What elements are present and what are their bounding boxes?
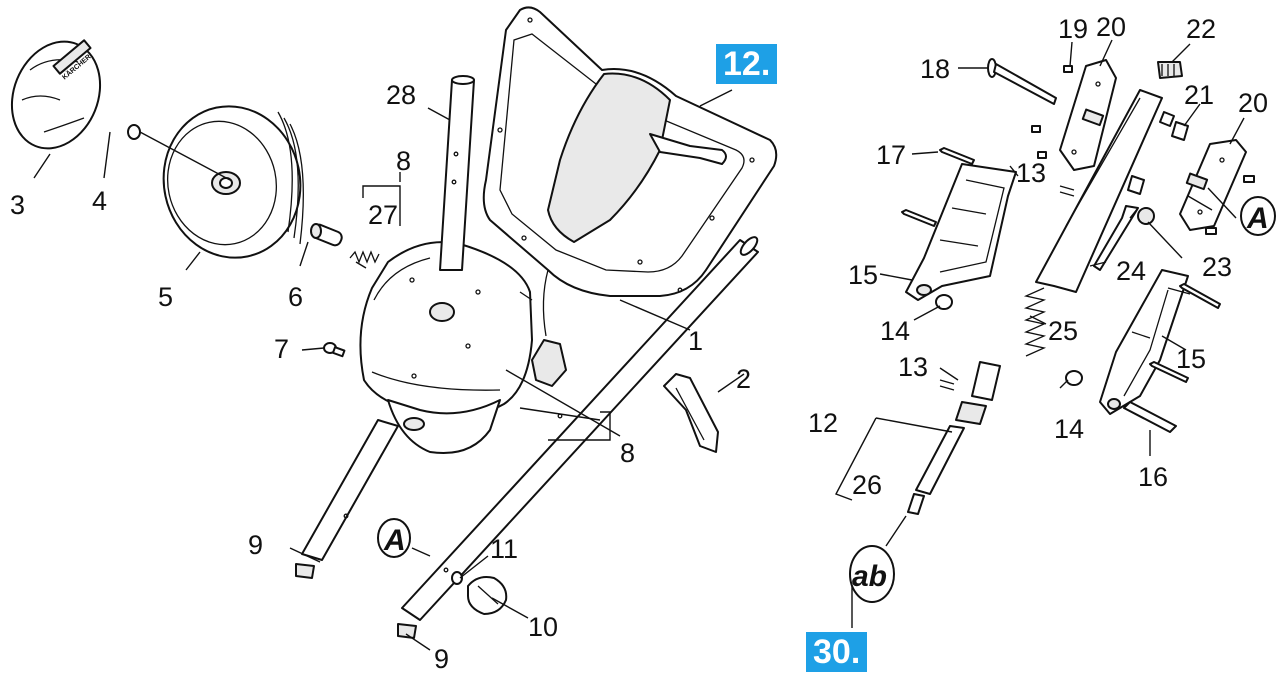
long-bolt: [987, 58, 1057, 105]
hex-key: [1093, 205, 1139, 271]
part-number: 2: [736, 364, 751, 394]
part-number: 16: [1138, 462, 1168, 492]
view-marker-a-right: A: [1240, 196, 1276, 236]
part-number: 14: [880, 316, 910, 346]
piston-stack: [907, 361, 1001, 515]
view-marker-a-right-label: A: [1246, 202, 1269, 235]
view-marker-ab: ab: [849, 545, 895, 603]
part-number: 9: [434, 644, 449, 674]
part-number: 10: [528, 612, 558, 642]
cable: [542, 269, 549, 337]
wheel: [162, 105, 304, 259]
part-number: 12: [808, 408, 838, 438]
part-number: 5: [158, 282, 173, 312]
pin-upper: [1059, 185, 1075, 197]
part-number: 28: [386, 80, 416, 110]
long-pin: [1123, 401, 1177, 433]
part-number: 18: [920, 54, 950, 84]
part-number: 15: [1176, 344, 1206, 374]
guide-block-right: [1179, 139, 1255, 235]
lever-block-left: [905, 163, 1017, 301]
nozzle-reference-badge[interactable]: 30.: [806, 632, 868, 672]
spring: [349, 250, 380, 264]
washer: [127, 124, 141, 140]
wheel-cap: KÄRCHER: [10, 39, 102, 150]
part-number: 22: [1186, 14, 1216, 44]
part-number: 21: [1184, 80, 1214, 110]
view-marker-ab-label: ab: [852, 560, 887, 593]
knob-washer: [451, 571, 463, 585]
part-number: 13: [898, 352, 928, 382]
nut: [1157, 61, 1183, 79]
long-tube: [401, 236, 759, 621]
screws-left: [901, 147, 975, 227]
part-number: 7: [274, 334, 289, 364]
part-number: 17: [876, 140, 906, 170]
part-number: 1: [688, 326, 703, 356]
upper-tube: [439, 75, 475, 271]
guide-block-upper: [1059, 59, 1117, 171]
return-spring: [1023, 287, 1047, 357]
part-number: 25: [1048, 316, 1078, 346]
clamp-clip: [663, 373, 719, 453]
part-number: 20: [1238, 88, 1268, 118]
end-cap-right: [397, 623, 417, 639]
part-number: 8: [396, 146, 411, 176]
knob: [467, 576, 508, 615]
part-number: 4: [92, 186, 107, 216]
sleeves: [1127, 111, 1189, 195]
part-number: 23: [1202, 252, 1232, 282]
axle-pin: [310, 223, 343, 247]
handle-reference-badge[interactable]: 12.: [716, 44, 778, 84]
screws-right: [1149, 283, 1221, 383]
part-number: 26: [852, 470, 882, 500]
view-marker-a-left-label: A: [383, 524, 406, 557]
part-number: 20: [1096, 12, 1126, 42]
part-number: 3: [10, 190, 25, 220]
small-screws: [1031, 65, 1073, 159]
handle-frame: [482, 6, 778, 297]
ball: [1137, 207, 1155, 225]
part-number: 9: [248, 530, 263, 560]
part-number: 13: [1016, 158, 1046, 188]
end-cap-left: [295, 563, 315, 579]
part-number: 27: [368, 200, 398, 230]
bushing-right: [1065, 370, 1083, 386]
screw: [323, 342, 346, 358]
lower-tube: [301, 419, 399, 561]
part-number: 8: [620, 438, 635, 468]
view-marker-a-left: A: [377, 518, 411, 558]
cable-clip: [531, 339, 567, 387]
part-number: 6: [288, 282, 303, 312]
part-number: 15: [848, 260, 878, 290]
bushing-left: [935, 294, 953, 310]
slide-rail: [1035, 89, 1163, 293]
pin-lower: [939, 379, 955, 391]
lever-block-right: [1099, 269, 1189, 415]
part-number: 11: [490, 534, 518, 564]
part-number: 24: [1116, 256, 1146, 286]
part-number: 19: [1058, 14, 1088, 44]
part-number: 14: [1054, 414, 1084, 444]
